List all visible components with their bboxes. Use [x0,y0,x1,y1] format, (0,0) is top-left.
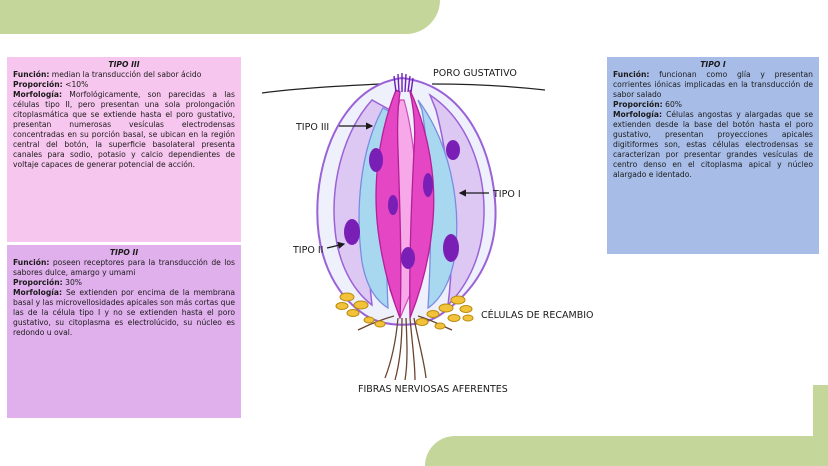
funcion-label: Función: [13,258,50,267]
proporcion-text: <10% [62,80,89,89]
celulas-de-recambio [335,292,474,330]
morfologia-label: Morfología: [13,90,63,99]
afferent-nerve-fibers [357,315,453,381]
tipo-ii-title: TIPO II [109,248,139,257]
epithelium-line-right [431,83,546,91]
tipo-ii-proporcion: Proporción: 30% [13,278,235,288]
tipo-ii-arrow [326,241,346,249]
label-tipo-ii: TIPO II [292,245,323,256]
tipo-iii-box: TIPO III Función: median la transducción… [7,57,241,242]
nucleus-tipo-iii-low [401,247,415,269]
nucleus-tipo-i-right [446,140,460,160]
nucleus-tipo-ii-left [344,219,360,245]
microvilli [393,73,414,93]
tipo-i-proporcion: Proporción: 60% [613,100,813,110]
proporcion-text: 30% [62,278,82,287]
label-poro-gustativo: PORO GUSTATIVO [433,68,517,79]
proporcion-text: 60% [662,100,682,109]
funcion-label: Función: [613,70,650,79]
tipo-i-funcion: Función: funcionan como glía y presentan… [613,70,813,100]
morfologia-text: Morfológicamente, son parecidas a las cé… [13,90,235,169]
taste-bud-diagram: PORO GUSTATIVO TIPO III TIPO I TIPO II C… [261,68,594,395]
nucleus-tipo-i-lower [443,234,459,262]
funcion-label: Función: [13,70,50,79]
tipo-iii-funcion: Función: median la transducción del sabo… [13,70,235,80]
funcion-text: median la transducción del sabor ácido [49,70,202,79]
decorative-band-bottom [425,436,828,466]
funcion-text: funcionan como glía y presentan corrient… [613,70,813,99]
morfologia-text: Células angostas y alargadas que se exti… [613,110,813,179]
proporcion-label: Proporción: [613,100,663,109]
epithelium-line-left [261,83,381,94]
funcion-text: poseen receptores para la transducción d… [13,258,235,277]
proporcion-label: Proporción: [13,278,63,287]
proporcion-label: Proporción: [13,80,63,89]
nucleus-tipo-iii-right [423,173,433,197]
morfologia-label: Morfología: [613,110,663,119]
tipo-ii-funcion: Función: poseen receptores para la trans… [13,258,235,278]
tipo-iii-title: TIPO III [108,60,140,69]
tipo-iii-morfologia: Morfología: Morfológicamente, son pareci… [13,90,235,170]
morfologia-label: Morfología: [13,288,63,297]
nucleus-tipo-iii-left [388,195,398,215]
tipo-i-morfologia: Morfología: Células angostas y alargadas… [613,110,813,180]
morfologia-text: Se extienden por encima de la membrana b… [13,288,235,337]
tipo-iii-proporcion: Proporción: <10% [13,80,235,90]
decorative-band-top [0,0,440,34]
tipo-ii-morfologia: Morfología: Se extienden por encima de l… [13,288,235,338]
label-tipo-iii: TIPO III [295,122,329,133]
tipo-i-box: TIPO I Función: funcionan como glía y pr… [607,57,819,254]
label-tipo-i: TIPO I [492,189,521,200]
label-fibras-nerviosas: FIBRAS NERVIOSAS AFERENTES [358,384,508,395]
tipo-ii-box: TIPO II Función: poseen receptores para … [7,245,241,418]
nucleus-tipo-i-left [369,148,383,172]
label-celulas-de-recambio: CÉLULAS DE RECAMBIO [481,309,594,321]
tipo-iii-magenta-cell-right [409,89,435,319]
tipo-i-title: TIPO I [700,60,726,69]
